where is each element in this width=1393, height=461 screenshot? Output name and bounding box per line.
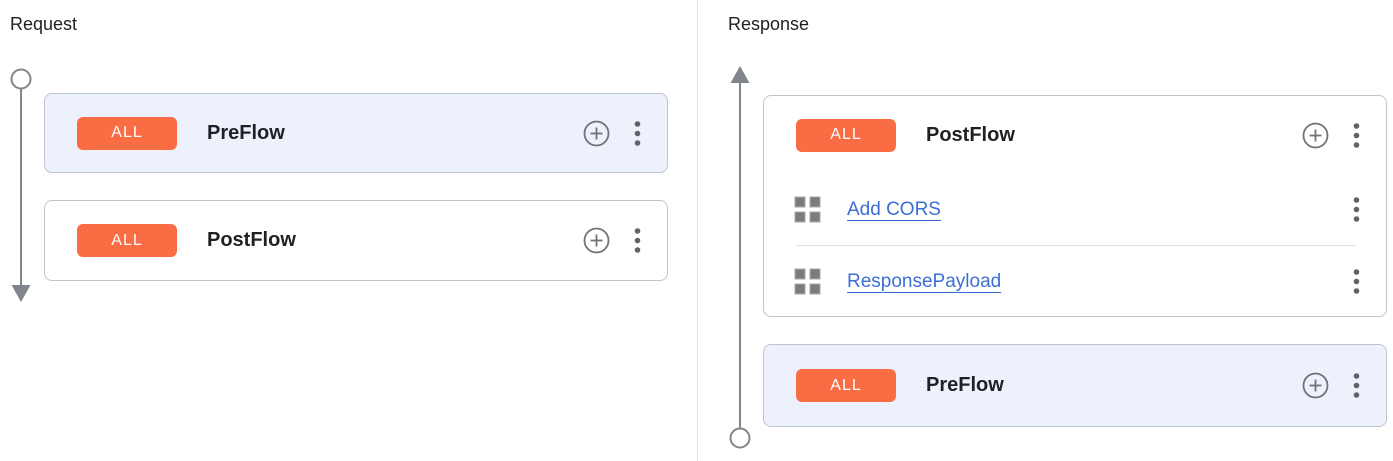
panel-divider xyxy=(697,0,698,461)
policy-link-responsepayload[interactable]: ResponsePayload xyxy=(847,270,1002,292)
plus-circle-icon xyxy=(583,120,610,146)
policy-menu-button[interactable] xyxy=(1353,196,1360,223)
add-policy-button[interactable] xyxy=(583,227,610,254)
condition-badge: ALL xyxy=(796,118,896,152)
policy-row-divider xyxy=(796,245,1356,246)
flow-menu-button[interactable] xyxy=(1353,122,1360,149)
kebab-menu-icon xyxy=(1353,269,1360,294)
flow-header: ALL PreFlow xyxy=(45,94,667,172)
response-panel-title: Response xyxy=(728,14,810,34)
add-policy-button[interactable] xyxy=(1302,372,1329,399)
response-timeline-arrow-up-icon xyxy=(729,66,751,449)
flow-name: PostFlow xyxy=(926,123,1015,146)
policy-grid-icon xyxy=(794,196,821,223)
plus-circle-icon xyxy=(1302,372,1329,399)
kebab-menu-icon xyxy=(1353,197,1360,222)
condition-badge: ALL xyxy=(77,116,177,150)
flow-menu-button[interactable] xyxy=(634,227,641,254)
kebab-menu-icon xyxy=(634,120,641,146)
response-postflow-card[interactable]: ALL PostFlow xyxy=(763,95,1387,317)
flow-header: ALL PostFlow xyxy=(45,201,667,280)
flow-header: ALL PreFlow xyxy=(764,345,1386,426)
condition-badge: ALL xyxy=(77,224,177,257)
flow-menu-button[interactable] xyxy=(1353,372,1360,399)
request-panel-title: Request xyxy=(10,14,78,34)
flow-name: PostFlow xyxy=(207,229,296,251)
policy-grid-icon xyxy=(794,268,821,295)
request-preflow-card[interactable]: ALL PreFlow xyxy=(44,93,668,173)
request-timeline-arrow-down-icon xyxy=(10,68,32,302)
flow-name: PreFlow xyxy=(207,121,285,144)
request-postflow-card[interactable]: ALL PostFlow xyxy=(44,200,668,281)
flow-menu-button[interactable] xyxy=(634,120,641,147)
kebab-menu-icon xyxy=(1353,122,1360,148)
flow-name: PreFlow xyxy=(926,374,1004,396)
add-policy-button[interactable] xyxy=(1302,122,1329,149)
policy-link-add-cors[interactable]: Add CORS xyxy=(847,198,941,220)
condition-badge: ALL xyxy=(796,369,896,402)
policy-row: ResponsePayload xyxy=(764,246,1386,317)
plus-circle-icon xyxy=(1302,122,1329,148)
response-preflow-card[interactable]: ALL PreFlow xyxy=(763,344,1387,427)
add-policy-button[interactable] xyxy=(583,120,610,147)
policy-menu-button[interactable] xyxy=(1353,268,1360,295)
flow-header: ALL PostFlow xyxy=(764,96,1386,174)
kebab-menu-icon xyxy=(1353,373,1360,398)
plus-circle-icon xyxy=(583,227,610,254)
policy-row: Add CORS xyxy=(764,174,1386,245)
kebab-menu-icon xyxy=(634,228,641,253)
